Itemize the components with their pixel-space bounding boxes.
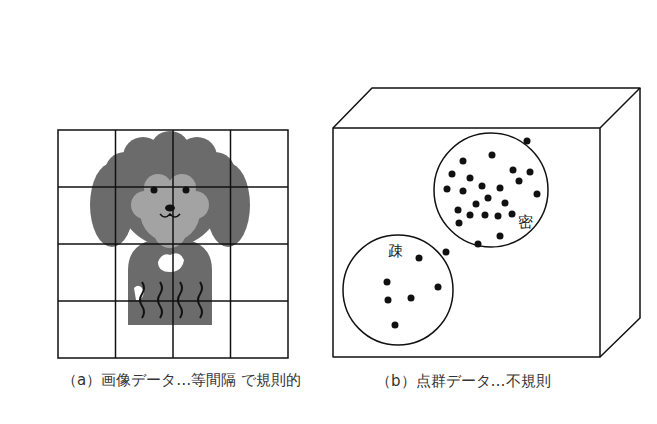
region-label: 疎 [388, 243, 403, 260]
region-circle [343, 235, 453, 345]
caption: （a）画像データ…等間隔 で規則的 [62, 370, 330, 392]
sparse-points [384, 249, 450, 329]
dog-head [100, 131, 240, 247]
dog-patch [158, 253, 184, 272]
caption: （b）点群データ…不規則 [376, 371, 646, 393]
sparse-region: 疎 [342, 234, 454, 346]
dog-face [131, 174, 209, 248]
dense-points [444, 138, 541, 248]
space-cube [333, 88, 640, 357]
dog-body [128, 238, 212, 325]
dog-mouth [160, 214, 180, 217]
pixel-grid [58, 130, 288, 358]
region-circle [434, 133, 548, 247]
dog-picture [90, 131, 250, 325]
dog-legs [140, 282, 202, 318]
dense-region: 密 [433, 132, 549, 248]
region-label: 密 [518, 214, 533, 231]
region-outline [433, 132, 549, 248]
